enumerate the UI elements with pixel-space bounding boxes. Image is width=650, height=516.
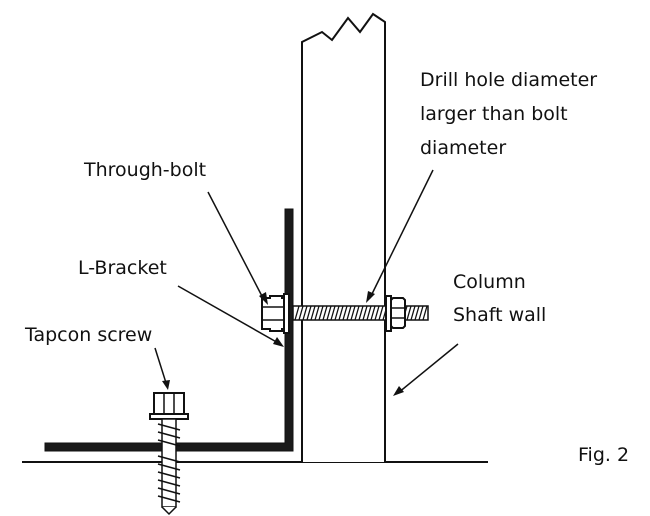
leader-through-bolt-arrow xyxy=(259,292,268,305)
leader-tapcon-screw xyxy=(154,347,168,387)
through-bolt-washer xyxy=(283,293,290,334)
label-drill-hole-line2: larger than bolt xyxy=(420,103,568,125)
leader-drill-hole xyxy=(369,169,434,299)
label-l-bracket: L-Bracket xyxy=(78,257,167,279)
tapcon-screw-head xyxy=(153,392,185,415)
tapcon-screw xyxy=(149,392,189,516)
through-bolt-nut xyxy=(390,297,406,329)
leader-column xyxy=(397,343,459,394)
tapcon-screw-shank xyxy=(161,418,177,508)
label-through-bolt: Through-bolt xyxy=(83,159,206,181)
label-shaft-wall: Shaft wall xyxy=(453,304,546,326)
through-bolt xyxy=(261,293,429,334)
leader-drill-hole-arrow xyxy=(366,291,375,303)
label-drill-hole-line1: Drill hole diameter xyxy=(420,69,597,91)
leader-l-bracket xyxy=(177,285,281,345)
leader-l-bracket-arrow xyxy=(273,337,284,347)
figure-number: Fig. 2 xyxy=(578,444,629,466)
label-tapcon-screw: Tapcon screw xyxy=(24,324,152,346)
leader-column-arrow xyxy=(393,386,404,396)
label-drill-hole-line3: diameter xyxy=(420,137,506,159)
tapcon-screw-tip xyxy=(161,506,177,516)
label-column: Column xyxy=(453,271,526,293)
leader-tapcon-screw-arrow xyxy=(162,380,170,390)
tapcon-screw-threads xyxy=(157,423,181,503)
leader-through-bolt xyxy=(207,191,265,301)
l-bracket xyxy=(44,208,294,452)
column-shaft-wall xyxy=(301,12,386,462)
